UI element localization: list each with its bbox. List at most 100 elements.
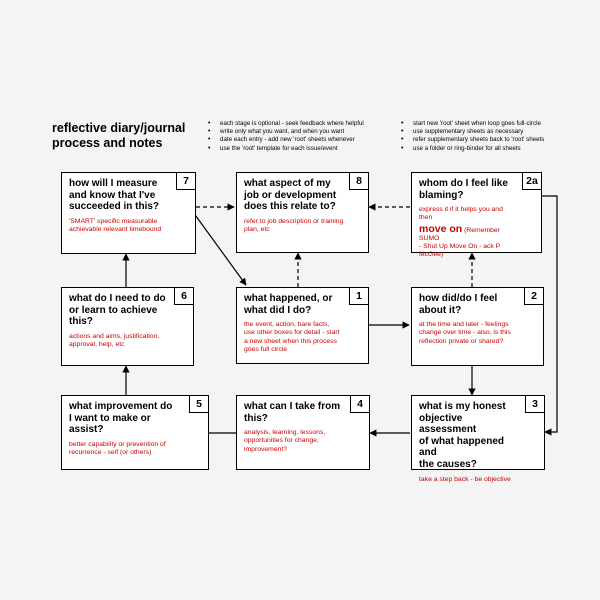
guidance-line: change over time - also, is this <box>419 329 511 337</box>
notes-right: start new 'root' sheet when loop goes fu… <box>401 120 544 153</box>
question-line: the causes? <box>419 458 477 470</box>
title-line-2: process and notes <box>52 136 163 150</box>
step-guidance: the event, action, bare facts, use other… <box>244 321 344 354</box>
step-question: how will I measure and know that I've su… <box>69 178 171 213</box>
guidance-line: move on (Remember SUMO <box>419 223 517 243</box>
step-question: what can I take from this? <box>244 401 345 424</box>
guidance-line: opportunities for change, <box>244 437 319 445</box>
question-line: about it? <box>419 304 462 316</box>
note-item: each stage is optional - seek feedback w… <box>208 120 364 128</box>
step-guidance: express it if it helps you and then move… <box>419 206 517 259</box>
guidance-line: improvement? <box>244 445 288 453</box>
step-8-box: 8 what aspect of my job or development d… <box>236 172 369 253</box>
step-2-box: 2 how did/do I feel about it? at the tim… <box>411 287 544 366</box>
question-line: what happened, or <box>244 293 333 304</box>
arrow-7-to-1 <box>192 211 247 286</box>
question-line: does this relate to? <box>244 201 336 213</box>
guidance-line: take a step back - be objective <box>419 475 511 483</box>
question-line: assist? <box>69 424 104 436</box>
guidance-line: express it if it helps you and then <box>419 206 503 222</box>
step-5-box: 5 what improvement do I want to make or … <box>61 395 209 470</box>
note-item: refer supplementary sheets back to 'root… <box>401 136 544 144</box>
guidance-line: the event, action, bare facts, <box>244 321 330 329</box>
step-2a-box: 2a whom do I feel like blaming? express … <box>411 172 542 258</box>
question-line: and know that I've <box>69 189 156 201</box>
question-line: I want to make or <box>69 412 151 424</box>
guidance-line: analysis, learning, lessons, <box>244 429 326 437</box>
step-number: 7 <box>176 172 196 190</box>
diagram-title: reflective diary/journal process and not… <box>52 121 212 151</box>
step-6-box: 6 what do I need to do or learn to achie… <box>61 287 194 366</box>
guidance-line: - Shut Up Move On - ack P McGee) <box>419 243 501 259</box>
step-question: whom do I feel like blaming? <box>419 178 517 201</box>
step-number: 1 <box>349 288 368 305</box>
step-number: 6 <box>174 287 194 305</box>
note-item: use supplementary sheets as necessary <box>401 128 544 136</box>
step-1-box: 1 what happened, or what did I do? the e… <box>236 287 369 364</box>
guidance-line: a new sheet when this process <box>244 337 337 345</box>
question-line: or learn to achieve <box>69 304 158 316</box>
question-line: this? <box>244 412 268 424</box>
step-guidance: at the time and later - feelings change … <box>419 321 519 346</box>
guidance-line: goes full circle <box>244 345 288 353</box>
guidance-line: refer to job description or training <box>244 217 344 225</box>
question-line: whom do I feel like <box>419 178 508 189</box>
question-line: what improvement do <box>69 401 173 412</box>
question-line: how will I measure <box>69 178 158 189</box>
notes-left: each stage is optional - seek feedback w… <box>208 120 364 153</box>
step-number: 3 <box>525 395 545 413</box>
step-guidance: take a step back - be objective <box>419 476 520 484</box>
question-line: objective assessment <box>419 412 477 436</box>
note-item: use the 'root' template for each issue/e… <box>208 145 364 153</box>
guidance-line: recurrence - self (or others) <box>69 448 152 456</box>
guidance-line: better capability or prevention of <box>69 440 166 448</box>
guidance-line: plan, etc <box>244 225 270 233</box>
step-3-box: 3 what is my honest objective assessment… <box>411 395 545 483</box>
guidance-line: use other boxes for detail - start <box>244 329 340 337</box>
note-item: write only what you want, and when you w… <box>208 128 364 136</box>
question-line: how did/do I feel <box>419 293 498 304</box>
title-line-1: reflective diary/journal <box>52 121 186 135</box>
guidance-line: actions and aims, justification, <box>69 332 160 340</box>
question-line: this? <box>69 316 93 328</box>
step-number: 2 <box>524 287 544 305</box>
question-line: of what happened and <box>419 435 504 459</box>
arrow-2a-to-3 <box>542 195 558 436</box>
guidance-line: approval, help, etc <box>69 340 125 348</box>
note-item: start new 'root' sheet when loop goes fu… <box>401 120 544 128</box>
move-on-emphasis: move on <box>419 222 463 235</box>
question-line: job or development <box>244 189 337 201</box>
question-line: blaming? <box>419 189 464 201</box>
step-question: what is my honest objective assessment o… <box>419 401 520 471</box>
step-question: how did/do I feel about it? <box>419 293 519 316</box>
step-7-box: 7 how will I measure and know that I've … <box>61 172 196 254</box>
step-guidance: better capability or prevention of recur… <box>69 441 184 457</box>
question-line: what aspect of my <box>244 178 331 189</box>
guidance-line: reflection private or shared? <box>419 337 504 345</box>
step-question: what happened, or what did I do? <box>244 293 344 316</box>
step-number: 8 <box>349 172 369 190</box>
step-question: what do I need to do or learn to achieve… <box>69 293 169 328</box>
step-number: 2a <box>522 172 542 190</box>
question-line: what can I take from <box>244 401 341 412</box>
step-number: 5 <box>189 395 209 413</box>
guidance-line: 'SMART' specific measurable <box>69 217 158 225</box>
note-item: date each entry - add new 'root' sheets … <box>208 136 364 144</box>
step-guidance: refer to job description or training pla… <box>244 218 344 234</box>
step-guidance: actions and aims, justification, approva… <box>69 333 169 349</box>
question-line: what is my honest <box>419 401 506 412</box>
step-guidance: analysis, learning, lessons, opportuniti… <box>244 429 345 454</box>
step-4-box: 4 what can I take from this? analysis, l… <box>236 395 370 470</box>
question-line: succeeded in this? <box>69 201 160 213</box>
step-guidance: 'SMART' specific measurable achievable r… <box>69 218 171 234</box>
step-question: what improvement do I want to make or as… <box>69 401 184 436</box>
question-line: what do I need to do <box>69 293 166 304</box>
guidance-line: at the time and later - feelings <box>419 321 509 329</box>
step-question: what aspect of my job or development doe… <box>244 178 344 213</box>
question-line: what did I do? <box>244 304 312 316</box>
step-number: 4 <box>350 395 370 413</box>
guidance-line: achievable relevant timebound <box>69 225 162 233</box>
note-item: use a folder or ring-binder for all shee… <box>401 145 544 153</box>
